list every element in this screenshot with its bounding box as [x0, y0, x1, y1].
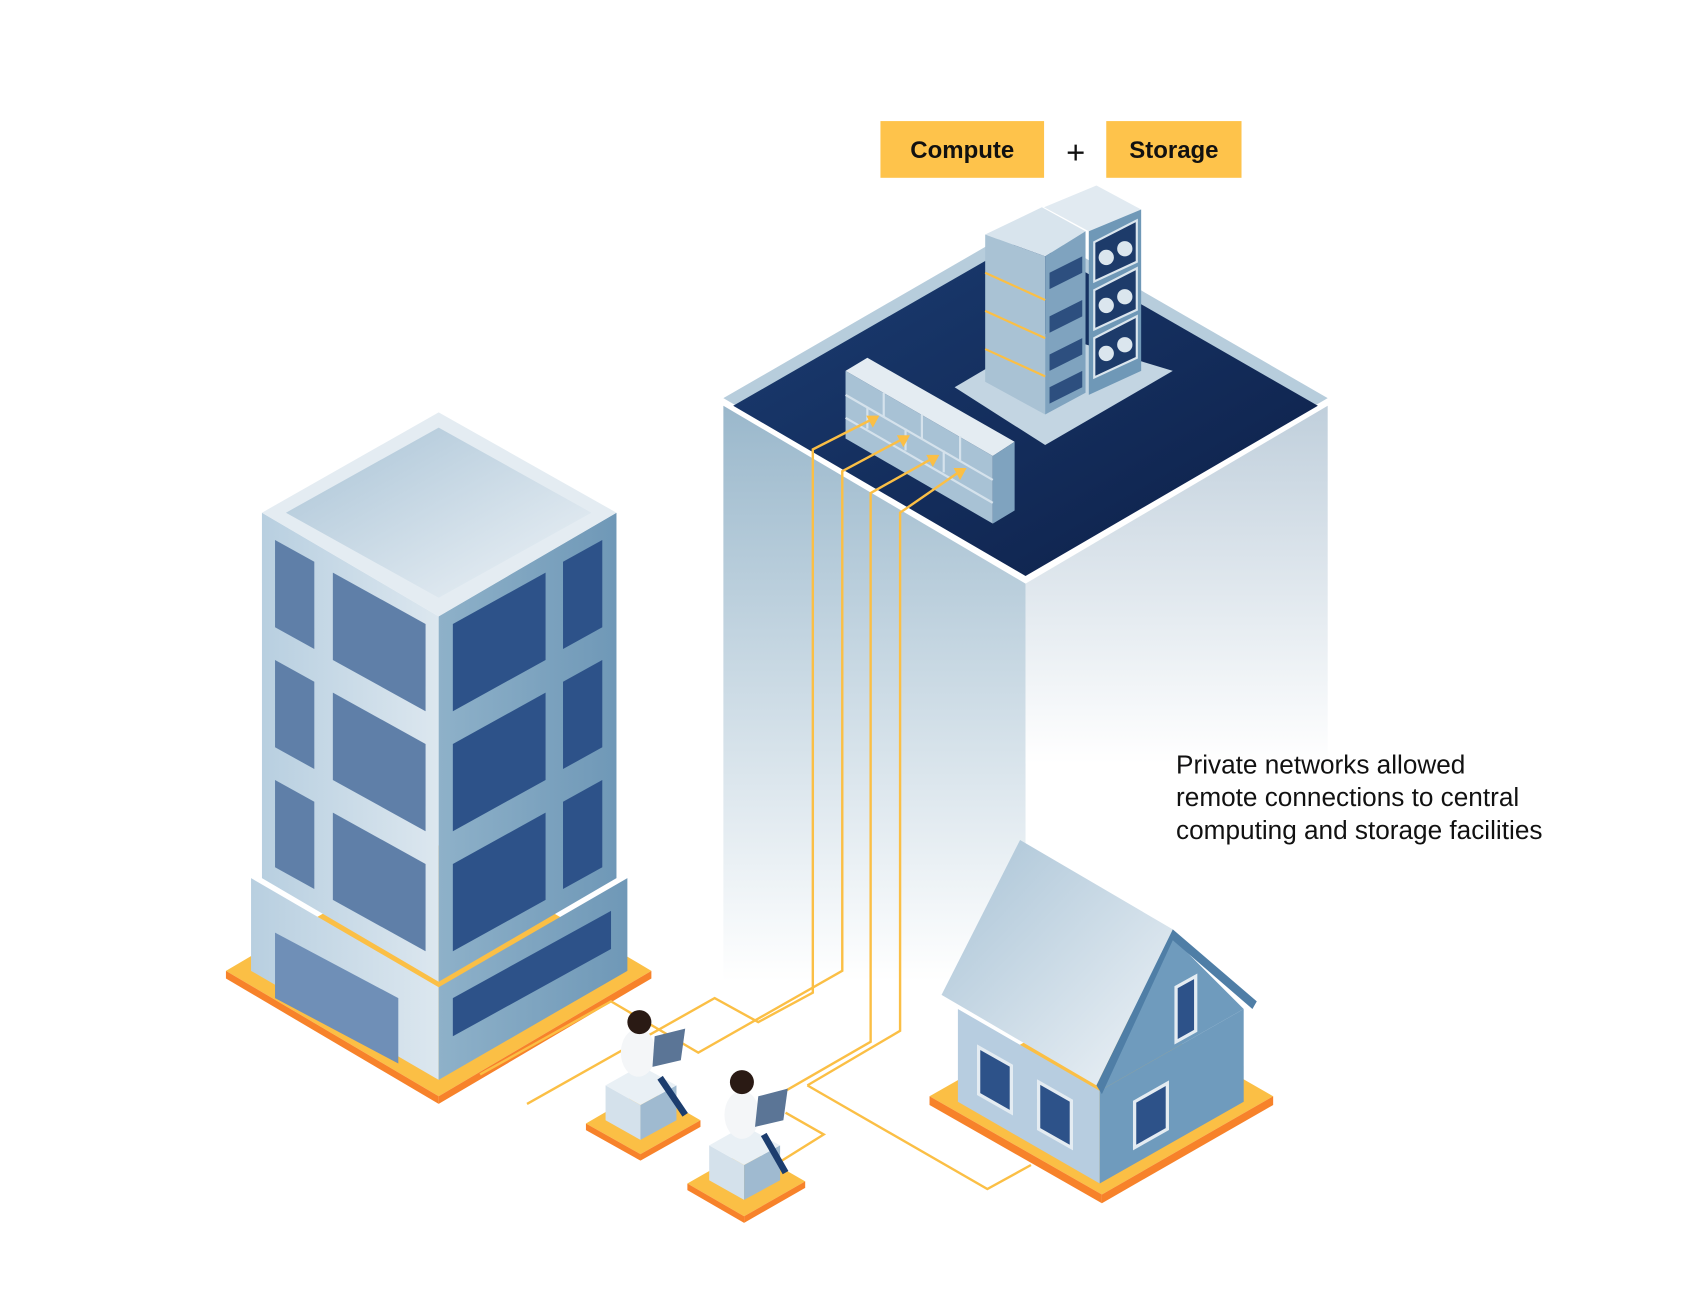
network-connections [479, 415, 1032, 1191]
office-building [225, 412, 652, 1104]
compute-label: Compute [880, 121, 1045, 178]
caption: Private networks allowed remote connecti… [1176, 749, 1542, 844]
firewall-wall-icon [845, 357, 1015, 524]
plus-sign: + [1066, 134, 1085, 171]
server-rack-storage [1044, 185, 1142, 395]
remote-worker-2 [687, 1070, 806, 1223]
storage-label: Storage [1106, 121, 1242, 178]
caption-line-1: Private networks allowed [1176, 749, 1465, 779]
caption-line-2: remote connections to central [1176, 782, 1519, 812]
server-rack-compute [984, 207, 1086, 415]
caption-line-3: computing and storage facilities [1176, 815, 1542, 845]
home-house [929, 839, 1274, 1204]
storage-label-text: Storage [1129, 137, 1218, 164]
remote-worker-1 [585, 1010, 701, 1161]
compute-label-text: Compute [910, 137, 1014, 164]
